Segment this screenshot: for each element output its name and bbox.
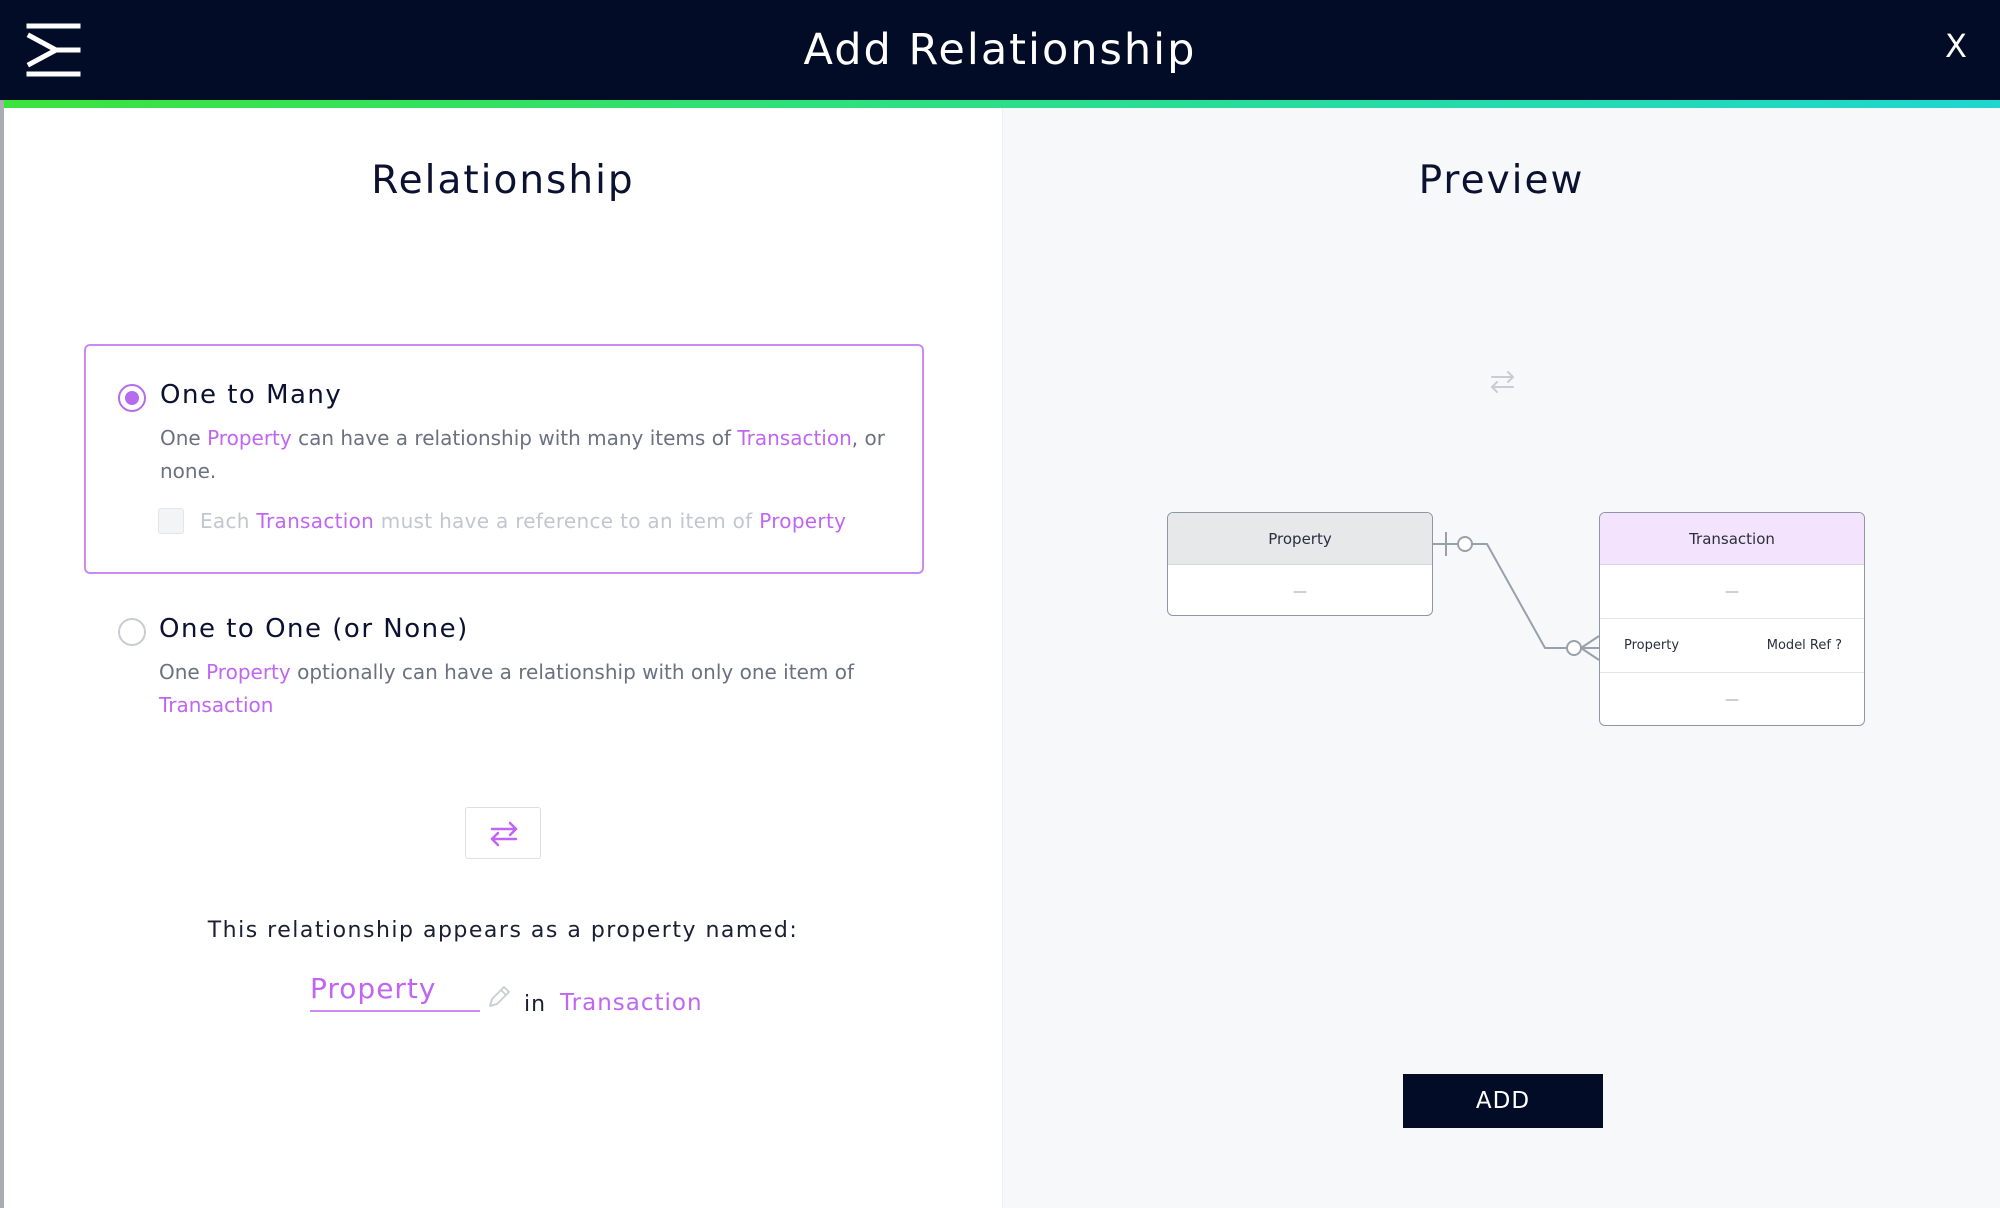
relationship-section-title: Relationship bbox=[371, 158, 635, 203]
entity-card-property[interactable]: Property — bbox=[1167, 512, 1433, 616]
desc-text: none. bbox=[160, 459, 217, 483]
desc-text: can have a relationship with many items … bbox=[291, 426, 738, 450]
in-label: in bbox=[524, 992, 547, 1017]
one-to-one-description: One Property optionally can have a relat… bbox=[159, 656, 899, 722]
in-model-link[interactable]: Transaction bbox=[560, 990, 703, 1016]
preview-section-title: Preview bbox=[1418, 158, 1585, 203]
preview-panel: Preview Property — Transaction — Propert… bbox=[1002, 108, 2000, 1208]
desc-text: optionally can have a relationship with … bbox=[290, 660, 854, 684]
option-one-to-many-card[interactable]: One to Many One Property can have a rela… bbox=[84, 344, 924, 574]
swap-arrows-icon bbox=[490, 821, 518, 847]
relationship-panel: Relationship One to Many One Property ca… bbox=[4, 108, 1002, 1208]
close-button[interactable]: X bbox=[1945, 27, 1967, 65]
modal-left-border bbox=[0, 100, 4, 1208]
desc-text: One bbox=[159, 660, 207, 684]
modal-header: Add Relationship X bbox=[0, 0, 2000, 100]
header-accent-bar bbox=[4, 100, 2000, 108]
check-model-property: Property bbox=[759, 509, 847, 533]
entity-card-transaction[interactable]: Transaction — Property Model Ref ? — bbox=[1599, 512, 1865, 726]
entity-empty-row: — bbox=[1725, 692, 1739, 708]
entity-empty-row: — bbox=[1293, 584, 1307, 600]
modal-title: Add Relationship bbox=[803, 25, 1197, 75]
one-to-one-radio[interactable] bbox=[118, 618, 146, 646]
property-name-input[interactable] bbox=[310, 966, 480, 1012]
entity-field-row: Property Model Ref ? bbox=[1600, 619, 1864, 673]
check-text: Each bbox=[200, 509, 257, 533]
check-text: must have a reference to an item of bbox=[374, 509, 760, 533]
required-reference-label: Each Transaction must have a reference t… bbox=[200, 509, 846, 533]
desc-model-property: Property bbox=[206, 660, 291, 684]
pencil-icon[interactable] bbox=[486, 984, 512, 1010]
one-to-many-description: One Property can have a relationship wit… bbox=[160, 422, 900, 488]
desc-model-property: Property bbox=[207, 426, 292, 450]
check-model-transaction: Transaction bbox=[256, 509, 375, 533]
swap-direction-button[interactable] bbox=[465, 807, 541, 859]
entity-empty-row: — bbox=[1600, 565, 1864, 619]
desc-text: , or bbox=[851, 426, 885, 450]
desc-text: One bbox=[160, 426, 208, 450]
one-to-many-title: One to Many bbox=[160, 380, 343, 410]
sigma-logo-icon bbox=[26, 23, 81, 77]
property-caption: This relationship appears as a property … bbox=[207, 918, 799, 943]
required-reference-checkbox[interactable] bbox=[158, 508, 184, 534]
field-type: Model Ref ? bbox=[1766, 638, 1842, 653]
add-button[interactable]: ADD bbox=[1403, 1074, 1603, 1128]
entity-title: Transaction bbox=[1600, 513, 1864, 565]
one-to-one-title[interactable]: One to One (or None) bbox=[159, 614, 469, 644]
desc-model-transaction: Transaction bbox=[737, 426, 852, 450]
swap-arrows-icon[interactable] bbox=[1489, 368, 1517, 396]
one-to-many-radio[interactable] bbox=[118, 384, 146, 412]
desc-model-transaction: Transaction bbox=[159, 693, 274, 717]
field-name: Property bbox=[1624, 638, 1680, 653]
entity-title: Property bbox=[1168, 513, 1432, 565]
